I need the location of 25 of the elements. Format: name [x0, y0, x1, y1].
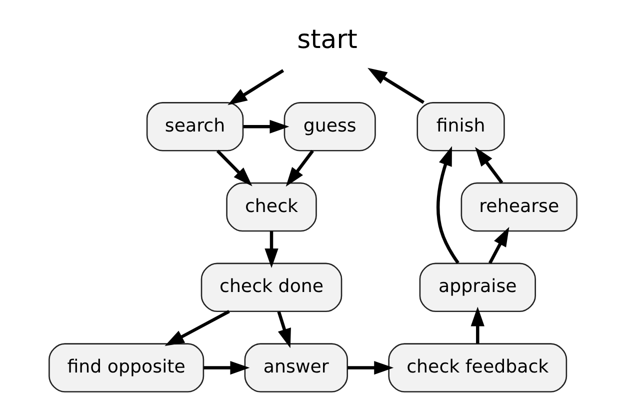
arrow — [488, 226, 510, 264]
arrow — [277, 311, 291, 348]
node-box: check — [226, 182, 317, 232]
node-box: check done — [200, 262, 342, 312]
arrow — [475, 146, 504, 184]
arrow — [286, 150, 314, 187]
node-text: start — [297, 25, 358, 56]
arrow — [244, 120, 290, 134]
node-box: search — [146, 102, 244, 152]
node-box: finish — [416, 102, 505, 152]
node-box: guess — [284, 102, 376, 152]
arrow — [470, 306, 484, 344]
arrow — [436, 146, 460, 264]
arrow — [204, 360, 250, 375]
node-box: check feedback — [388, 343, 568, 392]
arrow — [228, 69, 284, 106]
node-box: answer — [244, 343, 348, 392]
arrow — [216, 150, 252, 186]
node-box: rehearse — [460, 182, 578, 232]
arrow — [164, 310, 230, 346]
node-box: appraise — [419, 262, 536, 312]
arrow — [348, 360, 394, 375]
arrow — [368, 68, 424, 104]
node-box: find opposite — [48, 343, 204, 392]
arrow — [264, 231, 278, 268]
